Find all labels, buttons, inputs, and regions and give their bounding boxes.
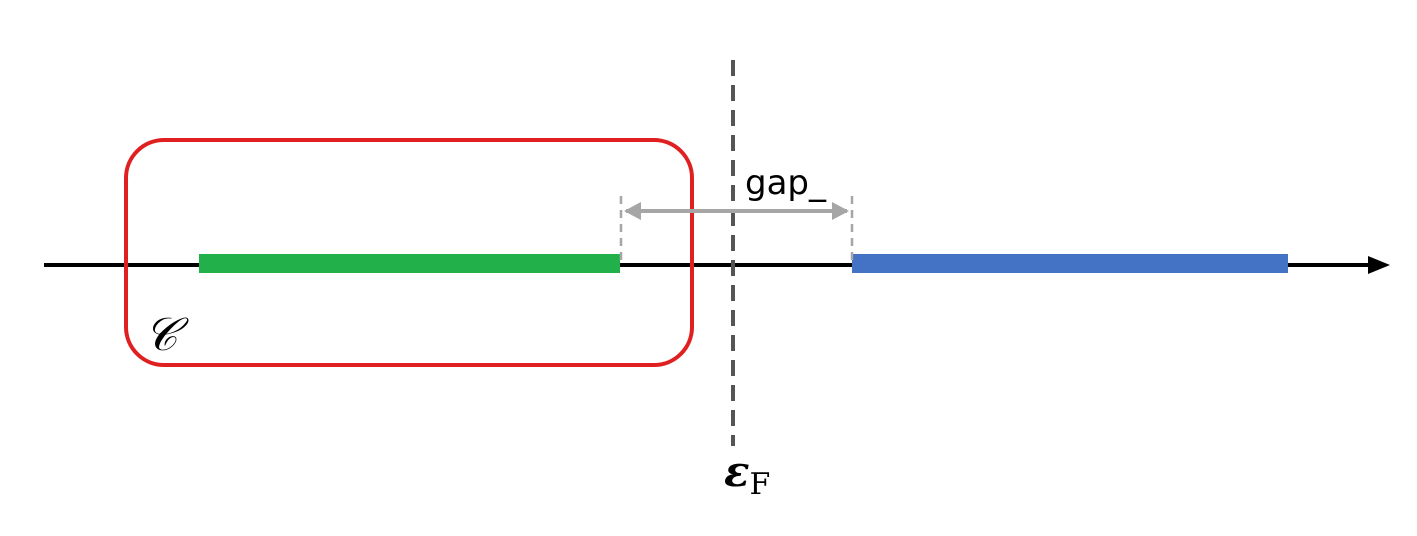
gap-arrow bbox=[624, 202, 849, 220]
fermi-level-label-main: ε bbox=[724, 447, 750, 496]
unoccupied-band bbox=[852, 254, 1288, 273]
contour-label: 𝒞 bbox=[144, 307, 189, 361]
occupied-band bbox=[199, 254, 620, 273]
gap-arrow-left-head bbox=[624, 202, 641, 220]
contour-rectangle bbox=[124, 138, 694, 367]
fermi-level-label-subscript: F bbox=[750, 467, 771, 502]
gap-arrow-right-head bbox=[832, 202, 849, 220]
gap-label: gap_ bbox=[745, 163, 827, 203]
energy-axis-arrowhead bbox=[1368, 256, 1390, 274]
fermi-level-label: εF bbox=[724, 447, 770, 502]
